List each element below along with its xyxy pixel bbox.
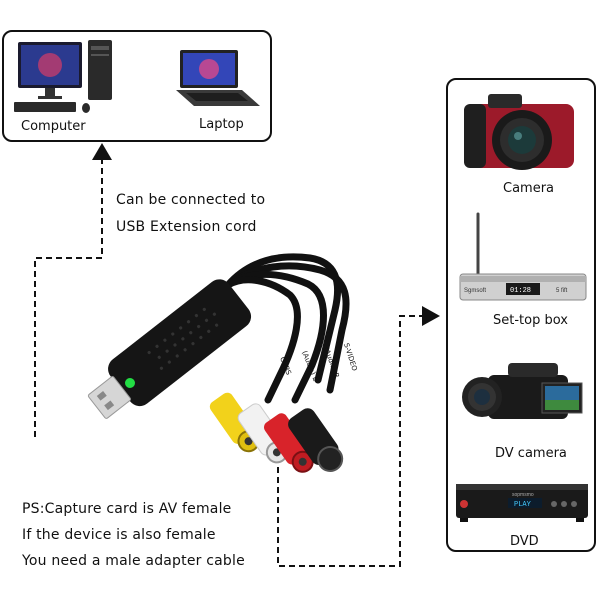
dvd-player-image: sopmsmo PLAY bbox=[456, 484, 588, 522]
capture-card-image: CVBS (Audio) L (Audio) R S-VIDEO bbox=[87, 253, 359, 473]
source-devices-panel: Camera Sgmsoft 01:28 5 fift Set-top box … bbox=[446, 78, 596, 552]
ps-note-line2: If the device is also female bbox=[22, 527, 216, 543]
right-arrow-icon bbox=[422, 306, 440, 326]
dvd-label: DVD bbox=[510, 534, 539, 549]
ps-note-line1: PS:Capture card is AV female bbox=[22, 501, 232, 517]
svg-text:PLAY: PLAY bbox=[514, 501, 532, 509]
status-led bbox=[125, 378, 135, 388]
dv-camera-label: DV camera bbox=[495, 446, 567, 461]
camera-image bbox=[464, 94, 574, 170]
computer-image bbox=[14, 40, 112, 113]
svideo-label: S-VIDEO bbox=[342, 342, 359, 372]
laptop-label: Laptop bbox=[199, 117, 244, 132]
dv-camera-image bbox=[462, 363, 583, 419]
computer-label: Computer bbox=[21, 119, 86, 134]
settop-box-image: Sgmsoft 01:28 5 fift bbox=[459, 212, 587, 301]
up-arrow-icon bbox=[92, 143, 112, 160]
connection-note-line1: Can be connected to bbox=[116, 192, 266, 208]
svg-text:01:28: 01:28 bbox=[510, 287, 531, 295]
laptop-image bbox=[176, 50, 260, 106]
host-devices-panel: Computer Laptop bbox=[2, 30, 272, 142]
camera-label: Camera bbox=[503, 181, 555, 196]
settop-box-label: Set-top box bbox=[493, 313, 568, 328]
svg-text:sopmsmo: sopmsmo bbox=[512, 492, 534, 498]
svg-text:5 fift: 5 fift bbox=[556, 288, 568, 294]
ps-note-line3: You need a male adapter cable bbox=[22, 553, 245, 569]
svg-text:Sgmsoft: Sgmsoft bbox=[464, 288, 486, 294]
connection-note-line2: USB Extension cord bbox=[116, 219, 257, 235]
